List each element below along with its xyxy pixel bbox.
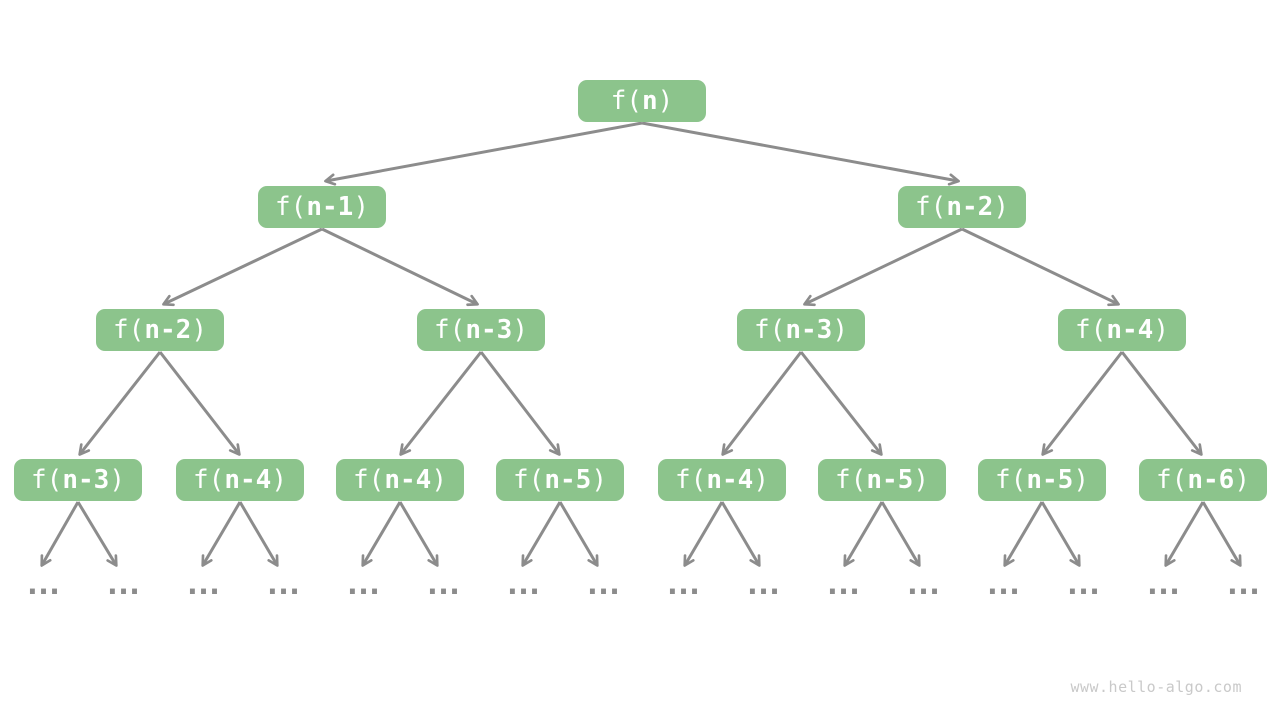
node-label-arg: n-5 [544, 465, 592, 495]
node-label-arg: n-3 [465, 315, 513, 345]
edges-level-2 [162, 227, 1120, 307]
tree-node-f-n-1: f(n-1) [258, 186, 386, 228]
node-label-part: f( [610, 86, 642, 116]
leaf-ellipsis: ... [583, 567, 623, 602]
node-label-part: ) [271, 465, 287, 495]
tree-node-f-n-4: f(n-4) [336, 459, 464, 501]
leaf-ellipsis: ... [1223, 567, 1263, 602]
node-label-part: ) [1073, 465, 1089, 495]
node-label-arg: n-5 [866, 465, 914, 495]
tree-node-f-n-4: f(n-4) [658, 459, 786, 501]
node-label-part: ) [913, 465, 929, 495]
leaf-ellipsis: ... [23, 567, 63, 602]
leaf-ellipsis: ... [983, 567, 1023, 602]
leaf-ellipsis: ... [1063, 567, 1103, 602]
edges-level-4 [40, 501, 1242, 567]
node-label-arg: n-2 [946, 192, 994, 222]
leaf-ellipsis: ... [823, 567, 863, 602]
node-label-part: f( [1075, 315, 1107, 345]
node-label-arg: n-4 [384, 465, 432, 495]
leaf-ellipsis: ... [1143, 567, 1183, 602]
tree-node-f-n-6: f(n-6) [1139, 459, 1267, 501]
node-label-arg: n-4 [224, 465, 272, 495]
leaf-ellipsis: ... [743, 567, 783, 602]
tree-node-f-n-5: f(n-5) [978, 459, 1106, 501]
node-label-arg: n-4 [706, 465, 754, 495]
node-label-arg: n-2 [144, 315, 192, 345]
tree-node-f-n-5: f(n-5) [818, 459, 946, 501]
node-label-part: f( [915, 192, 947, 222]
node-label-part: f( [754, 315, 786, 345]
tree-node-f-n-3: f(n-3) [737, 309, 865, 351]
tree-node-f-n-4: f(n-4) [1058, 309, 1186, 351]
node-label-part: ) [512, 315, 528, 345]
leaf-ellipsis: ... [423, 567, 463, 602]
node-label-part: f( [995, 465, 1027, 495]
node-label-arg: n-4 [1106, 315, 1154, 345]
leaf-ellipsis: ... [663, 567, 703, 602]
node-label-part: ) [191, 315, 207, 345]
leaf-ellipsis: ... [503, 567, 543, 602]
tree-node-f-n-2: f(n-2) [898, 186, 1026, 228]
node-label-part: f( [835, 465, 867, 495]
node-label-part: ) [832, 315, 848, 345]
tree-node-f-n-3: f(n-3) [417, 309, 545, 351]
leaf-ellipsis: ... [183, 567, 223, 602]
node-label-part: ) [431, 465, 447, 495]
node-label-part: f( [31, 465, 63, 495]
leaf-ellipsis: ... [343, 567, 383, 602]
node-label-arg: n-6 [1187, 465, 1235, 495]
node-label-arg: n [642, 86, 658, 116]
node-label-part: f( [434, 315, 466, 345]
node-label-part: f( [675, 465, 707, 495]
tree-node-f-n-2: f(n-2) [96, 309, 224, 351]
tree-node-f-n-3: f(n-3) [14, 459, 142, 501]
node-label-part: ) [591, 465, 607, 495]
node-label-part: f( [513, 465, 545, 495]
node-label-arg: n-3 [785, 315, 833, 345]
node-label-part: f( [193, 465, 225, 495]
tree-node-f-n: f(n) [578, 80, 706, 122]
node-label-part: ) [993, 192, 1009, 222]
node-label-part: ) [753, 465, 769, 495]
edges-level-1 [324, 121, 960, 186]
node-label-part: f( [275, 192, 307, 222]
node-label-part: f( [113, 315, 145, 345]
watermark: www.hello-algo.com [1070, 678, 1242, 696]
leaf-ellipsis: ... [903, 567, 943, 602]
node-label-arg: n-3 [62, 465, 110, 495]
node-label-part: ) [1153, 315, 1169, 345]
leaf-ellipsis: ... [263, 567, 303, 602]
tree-node-f-n-4: f(n-4) [176, 459, 304, 501]
node-label-arg: n-1 [306, 192, 354, 222]
node-label-part: ) [109, 465, 125, 495]
node-label-part: f( [1156, 465, 1188, 495]
node-label-arg: n-5 [1026, 465, 1074, 495]
node-label-part: ) [1234, 465, 1250, 495]
node-label-part: f( [353, 465, 385, 495]
node-label-part: ) [657, 86, 674, 116]
tree-node-f-n-5: f(n-5) [496, 459, 624, 501]
edges-level-3 [78, 351, 1203, 456]
node-label-part: ) [353, 192, 369, 222]
leaf-ellipsis: ... [103, 567, 143, 602]
